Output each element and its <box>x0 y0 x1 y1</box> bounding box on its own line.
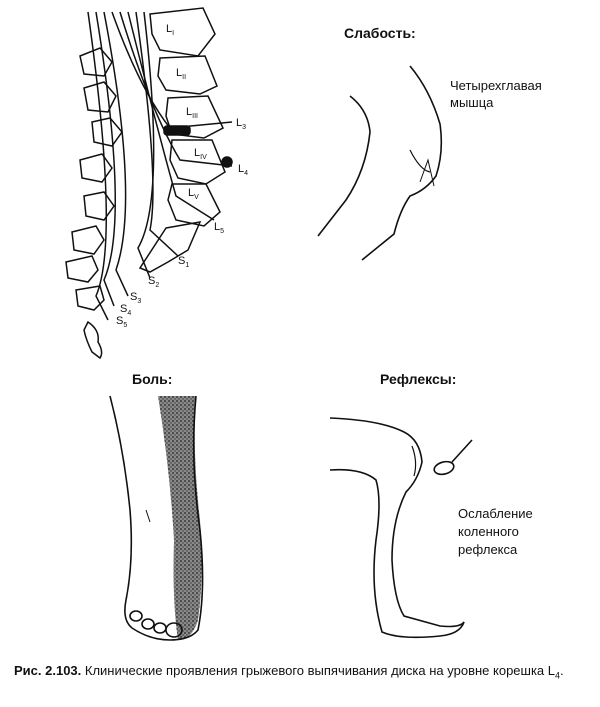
caption-text: Клинические проявления грыжевого выпячив… <box>84 663 545 678</box>
vertebra-labels: LI LII LIII LIV LV <box>166 23 207 201</box>
svg-text:L4: L4 <box>238 163 248 177</box>
vertebra-l5 <box>167 183 221 227</box>
svg-text:LV: LV <box>188 187 199 201</box>
figure-illustration: LI LII LIII LIV LV L3 L4 L5 S1 S2 S3 S4 … <box>65 7 542 641</box>
figure-number: Рис. 2.103. <box>14 663 82 678</box>
svg-text:L5: L5 <box>214 221 224 235</box>
svg-text:LIV: LIV <box>194 147 207 161</box>
svg-text:S5: S5 <box>116 315 127 329</box>
herniation-mark <box>163 125 191 136</box>
svg-text:S4: S4 <box>120 303 131 317</box>
process-8 <box>75 285 105 311</box>
vertebra-l3 <box>165 95 224 139</box>
svg-text:LI: LI <box>166 23 174 37</box>
svg-text:S2: S2 <box>148 275 159 289</box>
root-labels: L3 L4 L5 S1 S2 S3 S4 S5 <box>116 117 248 329</box>
svg-text:LII: LII <box>176 67 186 81</box>
nerve-root-l4 <box>119 11 233 167</box>
process-4 <box>79 153 113 183</box>
process-1 <box>79 47 113 77</box>
reflex-hammer-icon <box>433 439 473 476</box>
reflex-note: Ослабление коленного рефлекса <box>458 506 533 557</box>
caption-root-sub: 4 <box>555 670 561 681</box>
vertebra-l1 <box>149 7 216 57</box>
thigh-illustration <box>317 65 443 261</box>
svg-text:S3: S3 <box>130 291 141 305</box>
svg-text:рефлекса: рефлекса <box>458 542 518 557</box>
nerve-root-s1 <box>135 11 179 257</box>
process-2 <box>83 81 117 113</box>
svg-text:Четырехглавая: Четырехглавая <box>450 78 542 93</box>
svg-text:коленного: коленного <box>458 524 519 539</box>
nerve-root-l5 <box>127 11 215 221</box>
reflexes-heading: Рефлексы: <box>380 371 456 387</box>
nerve-root-s4 <box>95 11 116 307</box>
sacrum <box>138 221 202 273</box>
svg-text:Ослабление: Ослабление <box>458 506 533 521</box>
process-3 <box>91 117 123 147</box>
nerve-root-s3 <box>103 11 129 297</box>
pain-heading: Боль: <box>132 371 172 387</box>
svg-text:L3: L3 <box>236 117 246 131</box>
nerve-root-l3 <box>111 11 233 129</box>
process-6 <box>71 225 105 255</box>
svg-text:мышца: мышца <box>450 95 494 110</box>
figure-caption: Рис. 2.103. Клинические проявления грыже… <box>14 662 589 685</box>
weakness-note: Четырехглавая мышца <box>450 78 542 110</box>
weakness-heading: Слабость: <box>344 25 416 41</box>
process-5 <box>83 191 115 221</box>
spine-diagram <box>65 7 233 360</box>
svg-text:LIII: LIII <box>186 106 198 120</box>
compressed-root-mark <box>221 156 233 168</box>
caption-root: L <box>547 663 556 678</box>
pain-area <box>158 396 202 640</box>
knee-illustration <box>329 417 465 639</box>
nerve-root-s5 <box>87 11 109 321</box>
svg-text:S1: S1 <box>178 255 189 269</box>
caption-end: . <box>560 663 564 678</box>
process-7 <box>65 255 99 283</box>
foot-illustration <box>109 395 204 641</box>
nerve-root-s2 <box>137 11 155 279</box>
coccyx <box>83 320 103 360</box>
vertebra-l2 <box>157 55 218 95</box>
